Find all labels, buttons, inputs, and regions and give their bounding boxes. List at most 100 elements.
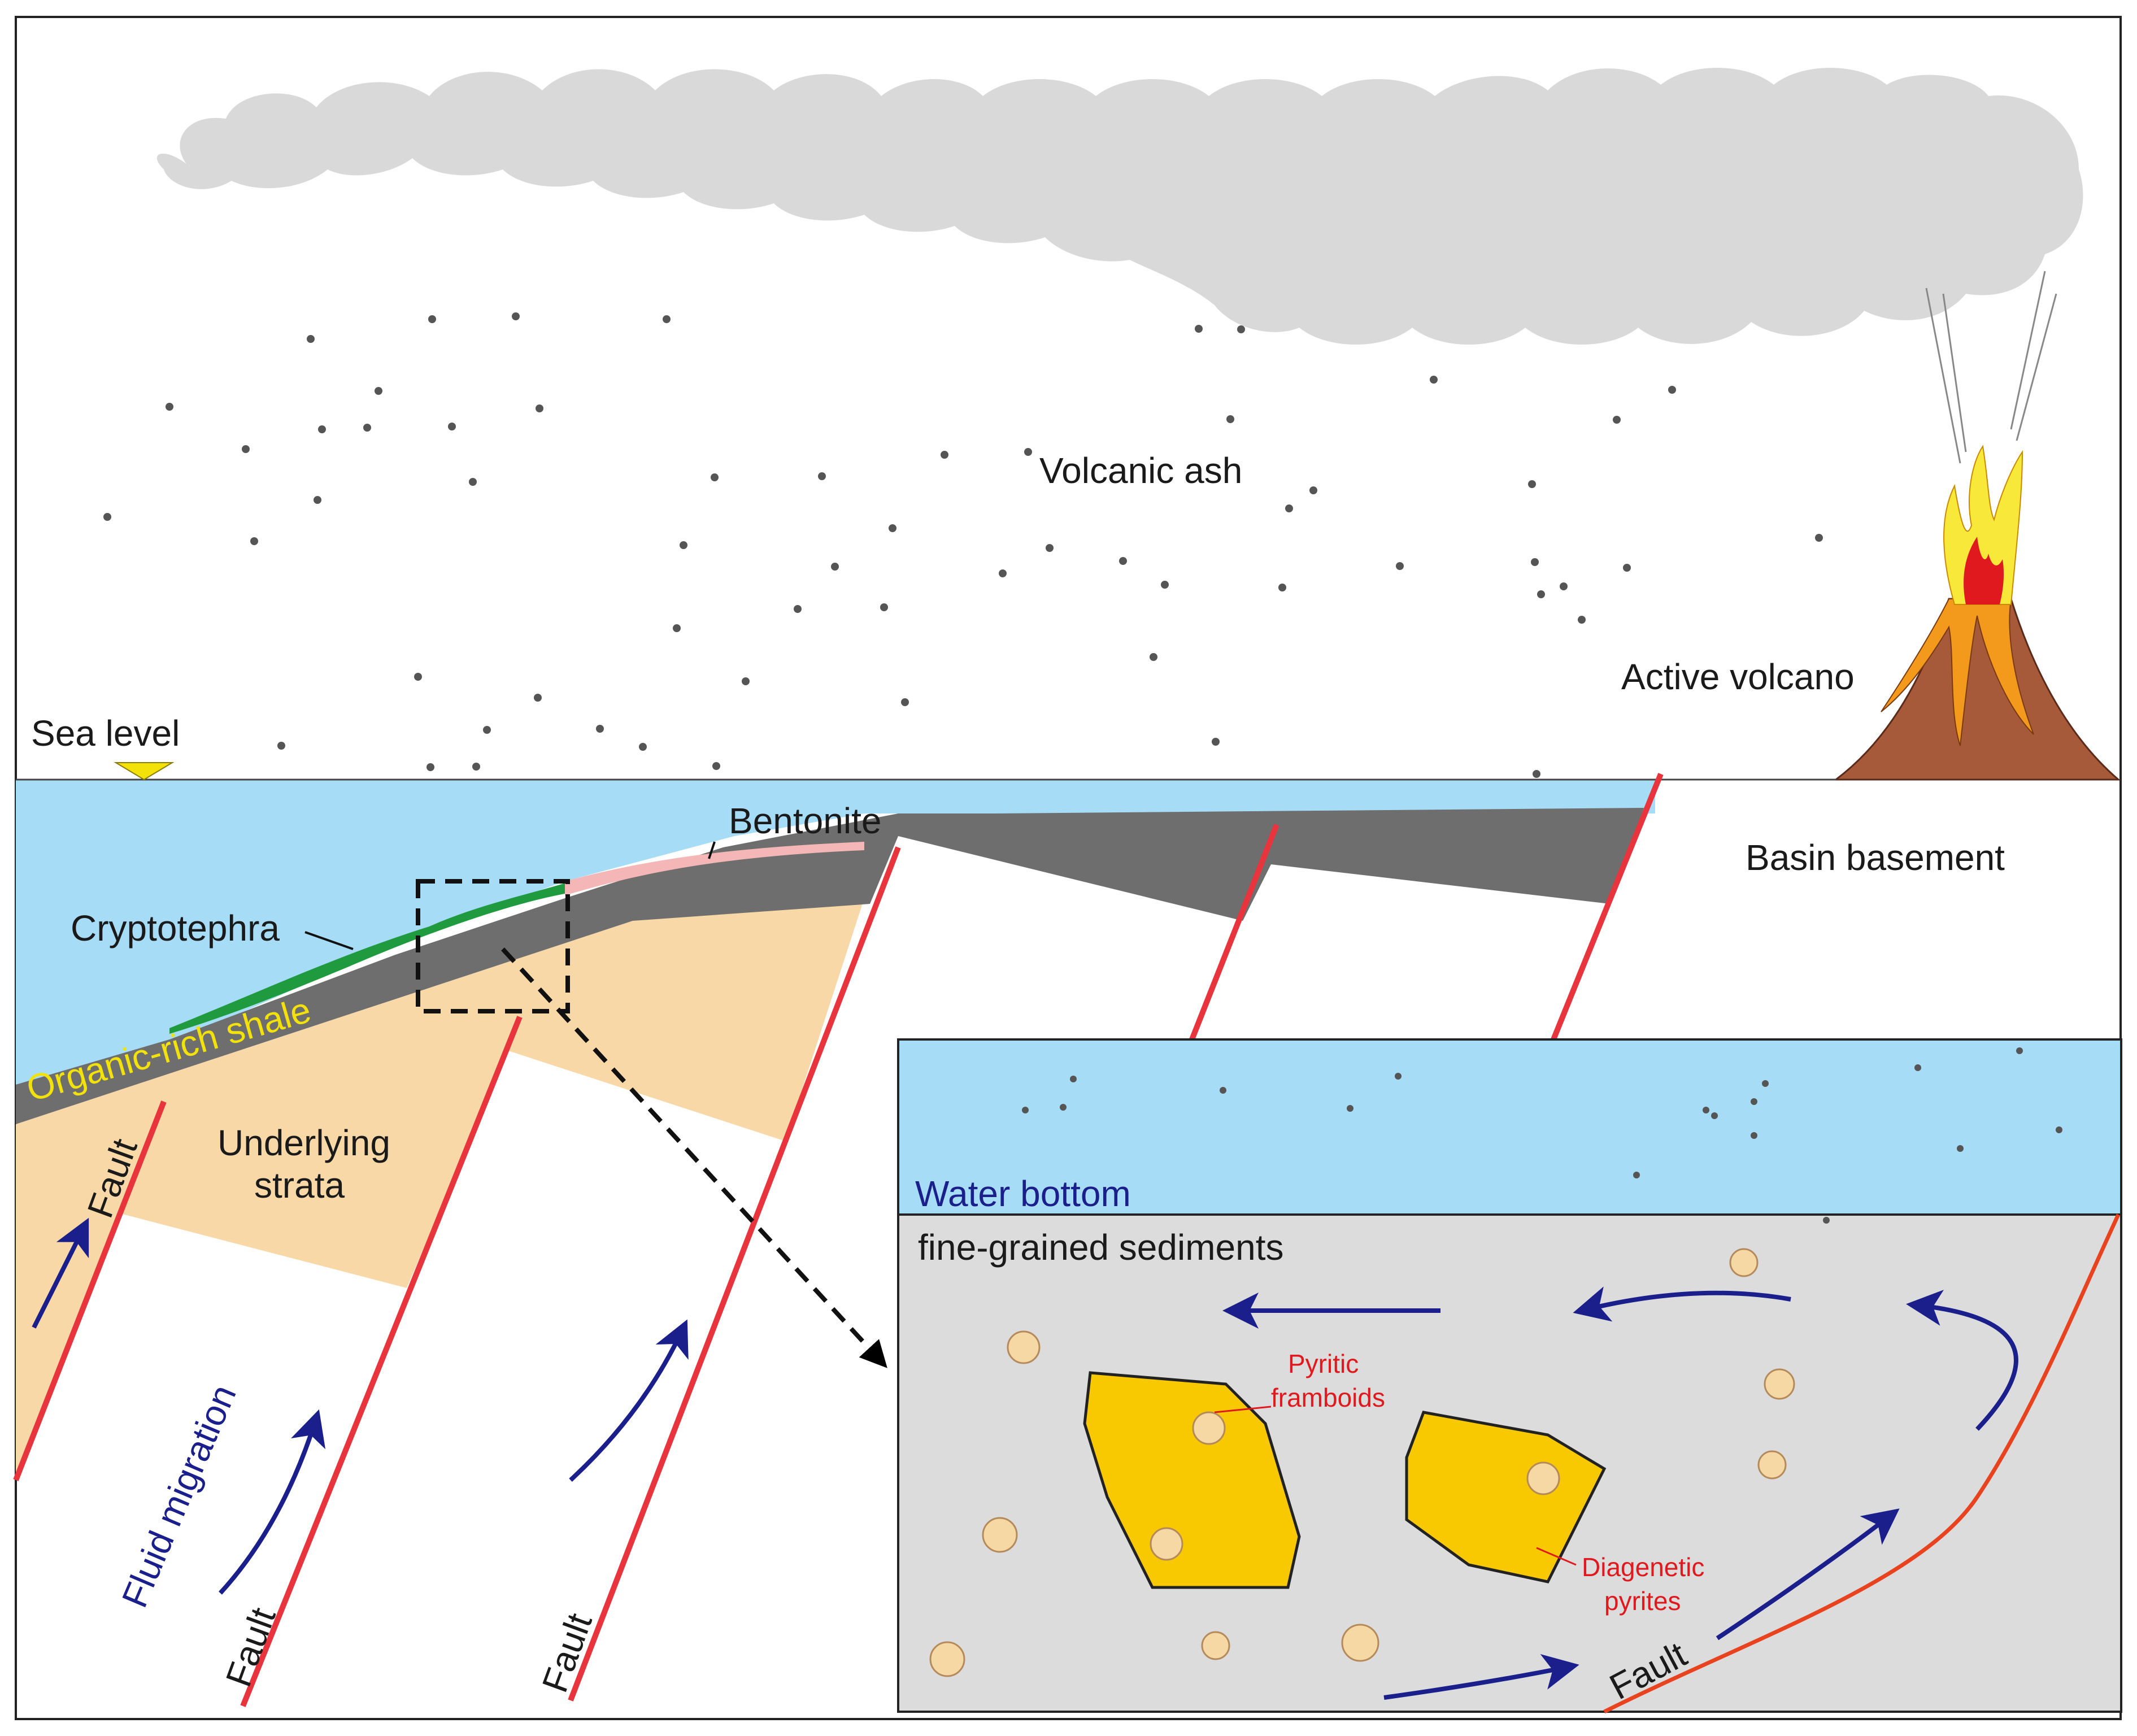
ash-particle xyxy=(472,763,480,771)
underlying-strata xyxy=(16,898,864,1288)
water-particle xyxy=(1751,1098,1757,1105)
ash-particle xyxy=(818,472,826,480)
water-particle xyxy=(2056,1126,2062,1133)
ash-particle xyxy=(1237,325,1245,333)
sea-level-marker xyxy=(114,762,175,781)
eruption-streaks xyxy=(1925,271,2057,464)
water-particle xyxy=(1914,1064,1921,1071)
ash-particle xyxy=(314,496,321,504)
pyritic-framboids-label-line2: framboids xyxy=(1271,1383,1385,1412)
ash-particle xyxy=(1430,376,1438,384)
ash-particle xyxy=(1119,557,1127,565)
water-particle xyxy=(1762,1080,1769,1087)
framboid xyxy=(1764,1368,1795,1400)
sea-lower xyxy=(16,813,864,1085)
framboid xyxy=(982,1517,1018,1553)
framboid xyxy=(1341,1624,1379,1662)
inset-fault xyxy=(1603,1213,2121,1714)
diagenetic-pyrites-label-line1: Diagenetic xyxy=(1582,1552,1704,1582)
ash-particle xyxy=(1195,325,1203,333)
water-particle xyxy=(1395,1073,1402,1080)
ash-particle xyxy=(831,563,839,571)
framboid xyxy=(1757,1450,1787,1480)
ash-particle xyxy=(1161,581,1169,589)
volcanic-ash-label: Volcanic ash xyxy=(1039,450,1242,491)
water-particle xyxy=(1220,1087,1226,1094)
ash-particle xyxy=(1531,558,1539,566)
ash-particle xyxy=(880,603,888,611)
underlying-strata-label-line2: strata xyxy=(254,1165,345,1206)
ash-particle xyxy=(307,335,315,343)
ash-particle xyxy=(242,445,250,453)
framboids xyxy=(929,1248,1795,1677)
ash-particle xyxy=(166,403,173,411)
water-particle xyxy=(1070,1076,1077,1082)
underlying-strata-label-line1: Underlying xyxy=(217,1122,390,1163)
inset-label-leaders xyxy=(1214,1406,1577,1566)
ash-particle xyxy=(277,742,285,750)
ash-particle xyxy=(250,537,258,545)
water-particle xyxy=(1957,1145,1964,1152)
ash-particle xyxy=(1024,448,1032,456)
ash-particle xyxy=(103,513,111,521)
ash-particle xyxy=(428,315,436,323)
diagenetic-pyrites-label-line2: pyrites xyxy=(1604,1586,1681,1616)
ash-particle xyxy=(794,605,802,613)
faults xyxy=(13,773,1664,1707)
ash-particle xyxy=(448,423,456,430)
ash-particle xyxy=(712,762,720,770)
framboid xyxy=(1729,1248,1759,1277)
inset-fluid-arrows xyxy=(1222,1286,2018,1700)
ash-particle xyxy=(1309,486,1317,494)
ash-particle xyxy=(663,315,671,323)
ash-cloud xyxy=(156,68,2083,345)
ash-particle xyxy=(375,387,382,395)
framboid xyxy=(929,1641,965,1677)
ash-particle xyxy=(536,404,543,412)
ash-particle xyxy=(1668,386,1676,394)
ash-particle xyxy=(363,424,371,432)
cryptotephra-label: Cryptotephra xyxy=(71,908,280,949)
shale-layer xyxy=(16,808,1644,1124)
ash-particle xyxy=(1046,544,1054,552)
cryptotephra-layer xyxy=(169,881,571,1034)
pyrite-grain-1 xyxy=(1083,1371,1301,1589)
ash-particle xyxy=(680,541,687,549)
ash-particle xyxy=(1396,562,1404,570)
framboid xyxy=(1192,1411,1226,1445)
framboid xyxy=(1007,1330,1041,1364)
framboid xyxy=(1201,1631,1230,1660)
ash-particle xyxy=(596,725,604,733)
ash-particle xyxy=(941,451,948,459)
water-bottom-label: Water bottom xyxy=(915,1173,1131,1214)
active-volcano xyxy=(1833,445,2121,781)
ash-particle xyxy=(1150,653,1157,661)
flame-red xyxy=(1964,537,2004,604)
bentonite-label: Bentonite xyxy=(729,800,881,841)
water-particle xyxy=(1703,1107,1709,1113)
ash-particle xyxy=(711,473,719,481)
ash-particle xyxy=(414,673,422,681)
ash-particle xyxy=(1285,504,1293,512)
fluid-migration-arrows xyxy=(32,1217,689,1595)
framboid xyxy=(1526,1461,1560,1495)
pyrite-grain-2 xyxy=(1405,1411,1607,1583)
ash-particle xyxy=(1815,534,1823,542)
water-particle xyxy=(2016,1047,2023,1054)
basin-basement xyxy=(1655,780,1836,813)
ash-particle xyxy=(1533,770,1540,778)
ash-particle xyxy=(1537,590,1545,598)
ash-particle xyxy=(1226,415,1234,423)
inset-panel xyxy=(897,1038,2122,1714)
ash-particle xyxy=(534,694,542,702)
ash-particle xyxy=(483,726,491,734)
water-particle xyxy=(1823,1217,1830,1224)
ash-particle xyxy=(1560,582,1568,590)
ash-particles xyxy=(103,312,1823,885)
water-particle xyxy=(1022,1107,1029,1113)
framboid xyxy=(1150,1527,1183,1561)
inset-particles xyxy=(1022,1047,2062,1224)
fine-grained-sediments-label: fine-grained sediments xyxy=(918,1227,1283,1268)
ash-particle xyxy=(1623,564,1631,572)
ash-particle xyxy=(1613,416,1621,424)
